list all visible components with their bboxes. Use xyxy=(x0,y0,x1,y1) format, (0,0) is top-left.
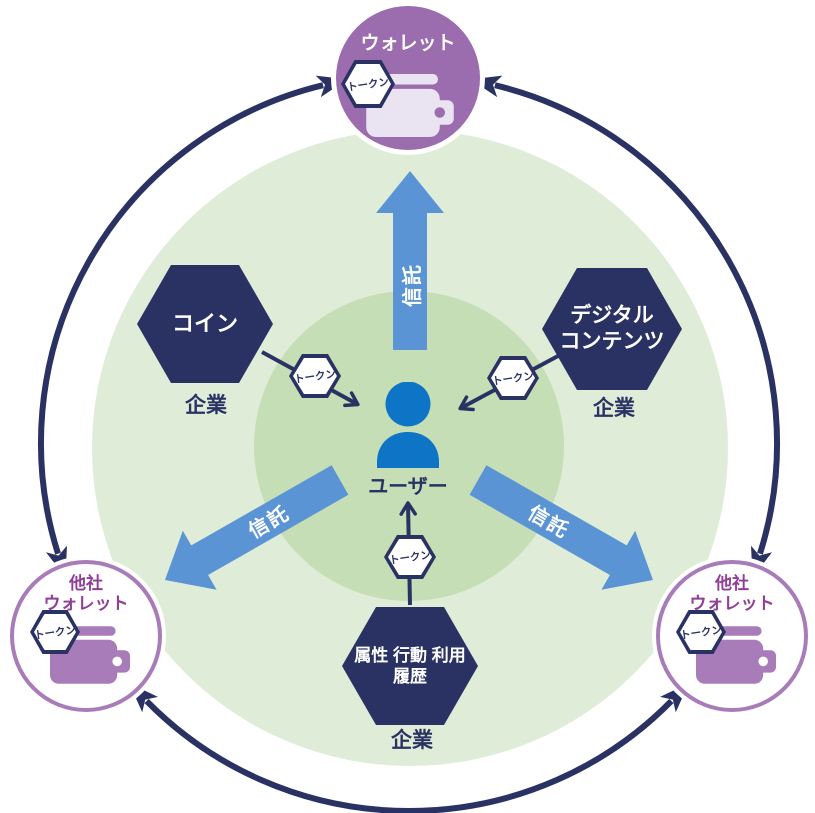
token-badge-wallet-top: トークン xyxy=(341,60,395,108)
digital-content-label: デジタル コンテンツ xyxy=(559,303,665,353)
token-badge-face xyxy=(34,614,76,650)
user-icon xyxy=(377,382,439,468)
user-data-label: 属性 行動 利用 履歴 xyxy=(354,645,466,686)
circulation-arc-bottom xyxy=(129,683,689,813)
trust-arrow-right xyxy=(469,465,653,590)
wallet-label: ウォレット xyxy=(360,33,456,54)
company-label-data: 企業 xyxy=(391,729,433,752)
other-wallet-node-right: 他社 ウォレット トークン xyxy=(656,560,808,712)
other-wallet-label: 他社 ウォレット xyxy=(43,574,129,614)
token-badge-face xyxy=(680,614,722,650)
trust-arrow-up xyxy=(376,171,444,350)
trust-label-up: 信託 xyxy=(401,263,424,307)
other-wallet-node-left: 他社 ウォレット トークン xyxy=(10,560,162,712)
company-label-digital: 企業 xyxy=(593,397,635,420)
token-badge-face xyxy=(388,539,432,575)
user-label: ユーザー xyxy=(368,476,448,498)
user-data-hexagon: 属性 行動 利用 履歴 xyxy=(342,607,478,725)
other-wallet-label: 他社 ウォレット xyxy=(689,574,775,614)
company-label-coin: 企業 xyxy=(185,394,227,417)
wallet-node-top: ウォレット トークン xyxy=(336,6,480,150)
token-badge-face xyxy=(293,358,337,394)
trust-arrow-left xyxy=(165,465,349,590)
coin-label: コイン xyxy=(171,311,238,337)
circulation-arc-top-left xyxy=(37,75,348,578)
circulation-arc-top-right xyxy=(470,75,781,578)
